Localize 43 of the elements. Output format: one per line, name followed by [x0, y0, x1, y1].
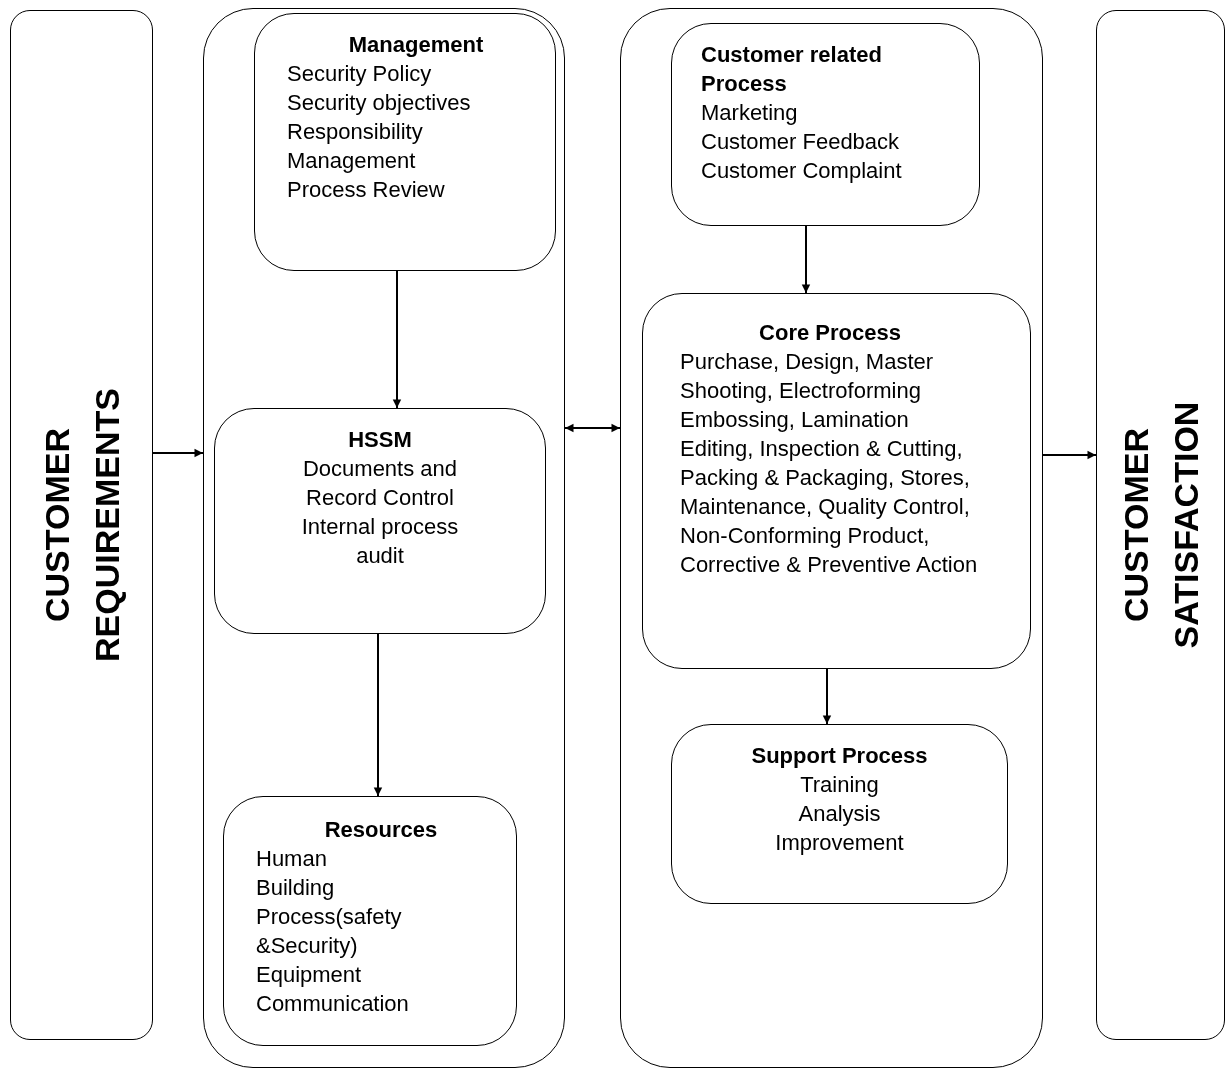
list-item: Responsibility Management [287, 118, 424, 175]
process-group [203, 8, 565, 1068]
process-box [223, 796, 517, 1046]
arrow [564, 423, 621, 433]
list-item: Customer Complaint [701, 157, 903, 185]
list-item: Improvement [774, 829, 905, 857]
arrow [822, 668, 832, 725]
satisfaction-panel [1096, 10, 1225, 1040]
arrow [373, 633, 383, 797]
process-box [214, 408, 546, 634]
arrow [1042, 450, 1097, 460]
side-title: CUSTOMER REQUIREMENTS [36, 387, 127, 664]
arrow [152, 448, 204, 458]
box-heading: Core Process [758, 319, 902, 347]
list-item: Internal process audit [300, 513, 460, 570]
box-heading: Customer related Process [701, 41, 883, 98]
box-heading: Support Process [750, 742, 929, 770]
list-item: Building [256, 874, 336, 902]
list-item: Marketing [701, 99, 799, 127]
list-item: Process Review [287, 176, 446, 204]
box-heading: HSSM [347, 426, 413, 454]
process-box [671, 724, 1008, 904]
list-item: Customer Feedback [701, 128, 901, 156]
list-item: Communication [256, 990, 410, 1018]
list-item: Security Policy [287, 60, 433, 88]
box-heading: Resources [323, 816, 439, 844]
arrow [392, 270, 402, 409]
list-item: Training [799, 771, 880, 799]
requirements-panel [10, 10, 153, 1040]
process-box [642, 293, 1031, 669]
list-item: Documents and Record Control [301, 455, 459, 512]
box-heading: Management [347, 31, 485, 59]
process-box [671, 23, 980, 226]
process-box [254, 13, 556, 271]
list-item: Security objectives [287, 89, 472, 117]
list-item: Process(safety &Security) [256, 903, 403, 960]
list-item: Analysis [797, 800, 882, 828]
list-item: Purchase, Design, Master Shooting, Electroforming Embossing, Lamination Editing, Inspection & Cutting, Packing & Packaging, Stores, Maintenance, Quality Control, Non-Conforming Product, Corrective & Preventive Action [680, 348, 979, 579]
arrow [801, 225, 811, 294]
side-title: CUSTOMER SATISFACTION [1115, 400, 1206, 651]
list-item: Human [256, 845, 328, 873]
process-group [620, 8, 1043, 1068]
list-item: Equipment [256, 961, 363, 989]
